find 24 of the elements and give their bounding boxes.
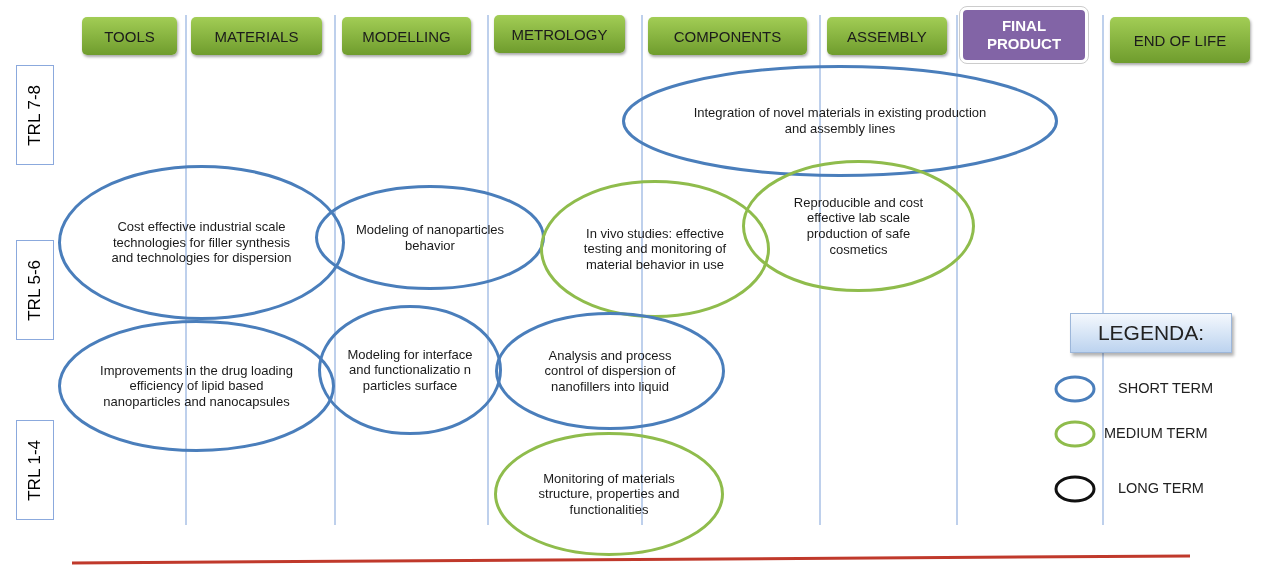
column-header: COMPONENTS (648, 17, 807, 55)
column-header: MODELLING (342, 17, 471, 55)
column-header: ASSEMBLY (827, 17, 947, 55)
legend-text: LONG TERM (1118, 480, 1204, 496)
column-header: TOOLS (82, 17, 177, 55)
column-header: METROLOGY (494, 15, 625, 53)
trl-level-label: TRL 7-8 (16, 65, 54, 165)
legend-title: LEGENDA: (1070, 313, 1232, 353)
roadmap-ellipse: Analysis and process control of dispersion of nanofillers into liquid (495, 312, 725, 430)
roadmap-ellipse: Modeling for interface and functionalizatio n particles surface (318, 305, 502, 435)
roadmap-ellipse: Modeling of nanoparticles behavior (315, 185, 545, 290)
roadmap-ellipse: Improvements in the drug loading efficiency of lipid based nanoparticles and nanocapsules (58, 320, 335, 452)
roadmap-ellipse: Integration of novel materials in existing production and assembly lines (622, 65, 1058, 177)
roadmap-ellipse: Cost effective industrial scale technologies for filler synthesis and technologies for dispersion (58, 165, 345, 320)
roadmap-ellipse: Monitoring of materials structure, properties and functionalities (494, 432, 724, 556)
column-header: MATERIALS (191, 17, 322, 55)
column-header: END OF LIFE (1110, 17, 1250, 63)
legend-text: SHORT TERM (1118, 380, 1214, 396)
trl-level-label: TRL 1-4 (16, 420, 54, 520)
legend-text: MEDIUM TERM (1104, 425, 1208, 441)
trl-level-label: TRL 5-6 (16, 240, 54, 340)
roadmap-ellipse: Reproducible and cost effective lab scale production of safe cosmetics (742, 160, 975, 292)
column-header: FINAL PRODUCT (960, 7, 1088, 63)
roadmap-ellipse: In vivo studies: effective testing and monitoring of material behavior in use (540, 180, 770, 318)
